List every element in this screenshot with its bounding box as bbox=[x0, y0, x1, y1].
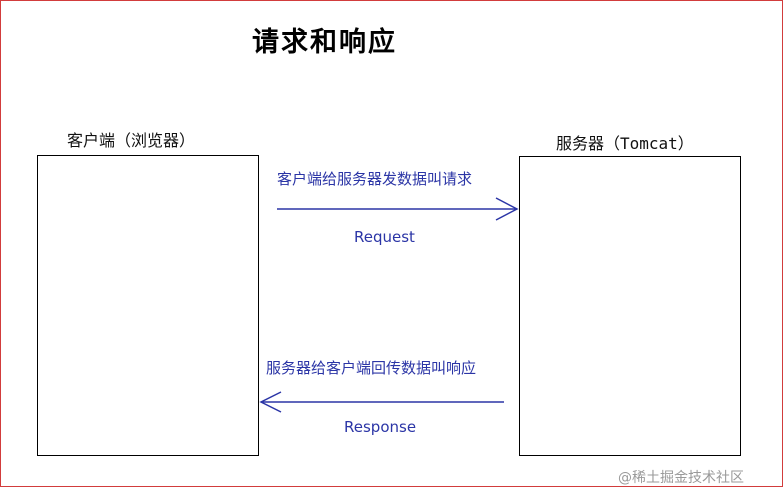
diagram-title: 请求和响应 bbox=[252, 27, 397, 58]
response-arrow bbox=[259, 391, 504, 413]
server-box-label: 服务器（Tomcat） bbox=[556, 134, 694, 153]
request-label: Request bbox=[354, 228, 415, 246]
client-box-label: 客户端（浏览器） bbox=[67, 131, 196, 150]
watermark: @稀土掘金技术社区 bbox=[618, 470, 744, 486]
client-box bbox=[37, 155, 259, 456]
response-description: 服务器给客户端回传数据叫响应 bbox=[266, 359, 477, 377]
server-box bbox=[519, 156, 741, 456]
request-arrow bbox=[277, 197, 519, 221]
response-label: Response bbox=[344, 418, 417, 436]
request-description: 客户端给服务器发数据叫请求 bbox=[277, 170, 473, 188]
